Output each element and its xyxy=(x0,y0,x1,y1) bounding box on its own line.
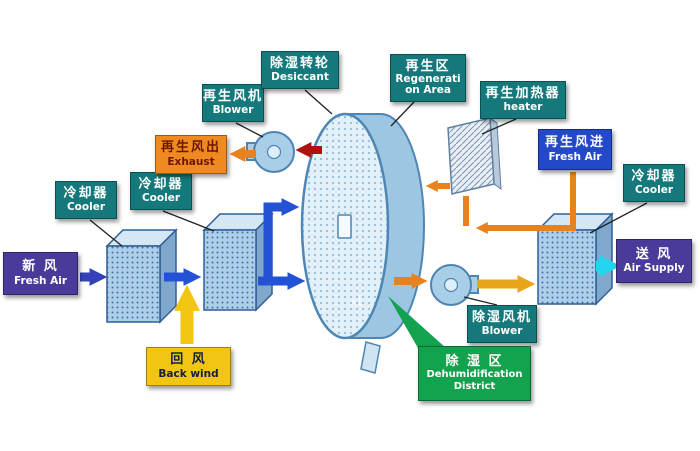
back-wind-label: 回 风 Back wind xyxy=(146,347,231,386)
flow-arrows xyxy=(80,142,621,344)
regen-blower-label-en: Blower xyxy=(212,104,254,117)
cooler-2-unit xyxy=(202,212,274,312)
regen-heater-label-zh: 再生加热器 xyxy=(485,85,561,101)
cooler-1-label-en: Cooler xyxy=(66,201,106,214)
cooler-3-front-face xyxy=(537,229,597,305)
regen-blower-hub xyxy=(266,144,282,160)
fresh-air-in-label-en: Fresh Air xyxy=(13,274,68,287)
process-air-arrow-upper xyxy=(263,198,300,277)
dehumid-district-label-zh: 除 湿 区 xyxy=(445,353,504,369)
desiccant-wheel-label-en: Desiccant xyxy=(271,71,329,84)
back-wind-label-zh: 回 风 xyxy=(170,352,207,367)
regen-heater-label: 再生加热器 heater xyxy=(480,81,566,119)
watermark: xt xyxy=(350,295,363,310)
dehumid-blower-callout-line xyxy=(463,296,498,306)
cooler-3-side-face xyxy=(595,212,613,306)
regen-blower-label-zh: 再生风机 xyxy=(203,88,264,104)
cooler-2-label-en: Cooler xyxy=(141,192,181,205)
regen-fresh-air-label-zh: 再生风进 xyxy=(544,135,605,150)
air-supply-label: 送 风 Air Supply xyxy=(616,239,692,283)
cooler-3-label-zh: 冷却器 xyxy=(631,168,677,184)
cooler-3-label-en: Cooler xyxy=(634,184,674,197)
dehumid-blower-unit xyxy=(430,264,479,306)
dehumid-blower-label-zh: 除湿风机 xyxy=(472,309,533,325)
cooler-2-label: 冷却器 Cooler xyxy=(130,172,192,210)
dehumid-district-label-en: Dehumidification District xyxy=(426,369,523,392)
desiccant-wheel-label-zh: 除湿转轮 xyxy=(269,55,330,71)
air-supply-label-en: Air Supply xyxy=(623,262,685,275)
regen-fresh-air-label-en: Fresh Air xyxy=(548,150,602,163)
cooler-1-unit xyxy=(105,228,178,324)
exhaust-label-en: Exhaust xyxy=(167,155,215,168)
back-wind-label-en: Back wind xyxy=(158,367,219,380)
cooler-2-label-zh: 冷却器 xyxy=(138,176,184,192)
cooler-3-label: 冷却器 Cooler xyxy=(623,164,685,202)
wheel-hub xyxy=(337,214,352,239)
regen-blower-unit xyxy=(246,131,295,173)
wheel-spindle xyxy=(360,341,381,374)
fresh-air-in-label-zh: 新 风 xyxy=(22,259,59,274)
desiccant-callout-line xyxy=(304,89,333,115)
dehumid-blower-label: 除湿风机 Blower xyxy=(467,305,537,343)
regen-heater-unit xyxy=(447,116,502,195)
cooler-1-callout-line xyxy=(89,219,123,247)
cooler-2-front-face xyxy=(203,229,257,311)
cooler-2-callout-line xyxy=(162,210,215,232)
dehumid-district-label: 除 湿 区 Dehumidification District xyxy=(418,346,531,401)
regen-fresh-air-label: 再生风进 Fresh Air xyxy=(538,129,612,170)
cooler-1-label: 冷却器 Cooler xyxy=(55,181,117,219)
exhaust-label-zh: 再生风出 xyxy=(160,140,221,155)
cooler-3-unit xyxy=(536,212,614,306)
regen-blower-callout-line xyxy=(235,122,264,138)
dehumid-blower-hub xyxy=(443,277,459,293)
cooler-3-callout-line xyxy=(589,202,648,234)
regen-blower-label: 再生风机 Blower xyxy=(202,84,264,122)
desiccant-wheel-label: 除湿转轮 Desiccant xyxy=(261,51,339,89)
cooler-1-label-zh: 冷却器 xyxy=(63,185,109,201)
regen-air-in-path xyxy=(475,172,576,234)
regen-heater-callout-line xyxy=(481,118,517,135)
fresh-air-in-label: 新 风 Fresh Air xyxy=(3,252,78,295)
regen-heater-label-en: heater xyxy=(503,101,543,114)
heater-front-face xyxy=(447,117,495,195)
callout-lines xyxy=(89,89,648,306)
regen-area-callout-line xyxy=(390,101,415,127)
regen-area-label-zh: 再生区 xyxy=(405,58,451,74)
regen-area-label-en: Regeneration Area xyxy=(395,73,461,97)
regen-area-label: 再生区 Regeneration Area xyxy=(390,54,466,102)
exhaust-label: 再生风出 Exhaust xyxy=(155,135,227,174)
air-supply-label-zh: 送 风 xyxy=(635,246,673,262)
dehumid-blower-label-en: Blower xyxy=(481,325,523,338)
dehumid-district-callout xyxy=(388,296,446,348)
cooler-1-front-face xyxy=(106,245,161,323)
